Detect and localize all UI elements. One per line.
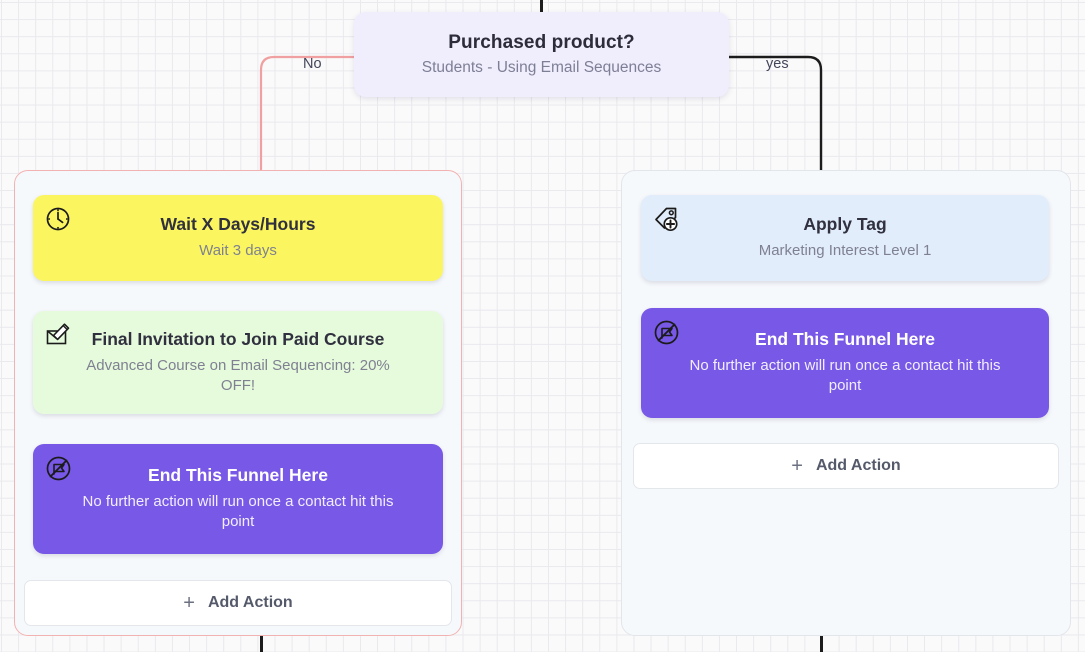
action-card-send-email[interactable]: Final Invitation to Join Paid Course Adv… [33,311,443,414]
action-card-end-funnel-yes[interactable]: End This Funnel Here No further action w… [641,308,1049,418]
end-funnel-icon [651,317,681,347]
card-title: Final Invitation to Join Paid Course [91,328,385,349]
branch-label-no: No [303,56,322,72]
decision-node-title: Purchased product? [448,32,635,53]
card-subtitle: Advanced Course on Email Sequencing: 20%… [86,356,390,394]
add-action-button-no[interactable]: + Add Action [24,580,452,626]
card-title: End This Funnel Here [148,465,328,486]
tag-plus-icon [651,204,681,234]
add-action-label: Add Action [207,594,293,611]
email-compose-icon [43,320,73,350]
card-subtitle: No further action will run once a contac… [689,357,1001,395]
card-subtitle: No further action will run once a contac… [82,493,394,531]
add-action-button-yes[interactable]: + Add Action [633,443,1059,489]
plus-icon: + [183,592,195,614]
card-title: End This Funnel Here [755,329,935,350]
action-card-apply-tag[interactable]: Apply Tag Marketing Interest Level 1 [641,195,1049,281]
action-card-wait[interactable]: Wait X Days/Hours Wait 3 days [33,195,443,281]
card-subtitle: Wait 3 days [199,242,277,260]
action-card-end-funnel-no[interactable]: End This Funnel Here No further action w… [33,444,443,554]
card-title: Apply Tag [803,214,887,235]
add-action-label: Add Action [815,457,901,474]
clock-icon [43,204,73,234]
decision-node-subtitle: Students - Using Email Sequences [421,59,662,76]
branch-label-yes: yes [766,56,789,72]
decision-node[interactable]: Purchased product? Students - Using Emai… [354,12,729,97]
card-subtitle: Marketing Interest Level 1 [758,242,932,260]
plus-icon: + [791,455,803,477]
card-title: Wait X Days/Hours [160,214,316,235]
end-funnel-icon [43,453,73,483]
